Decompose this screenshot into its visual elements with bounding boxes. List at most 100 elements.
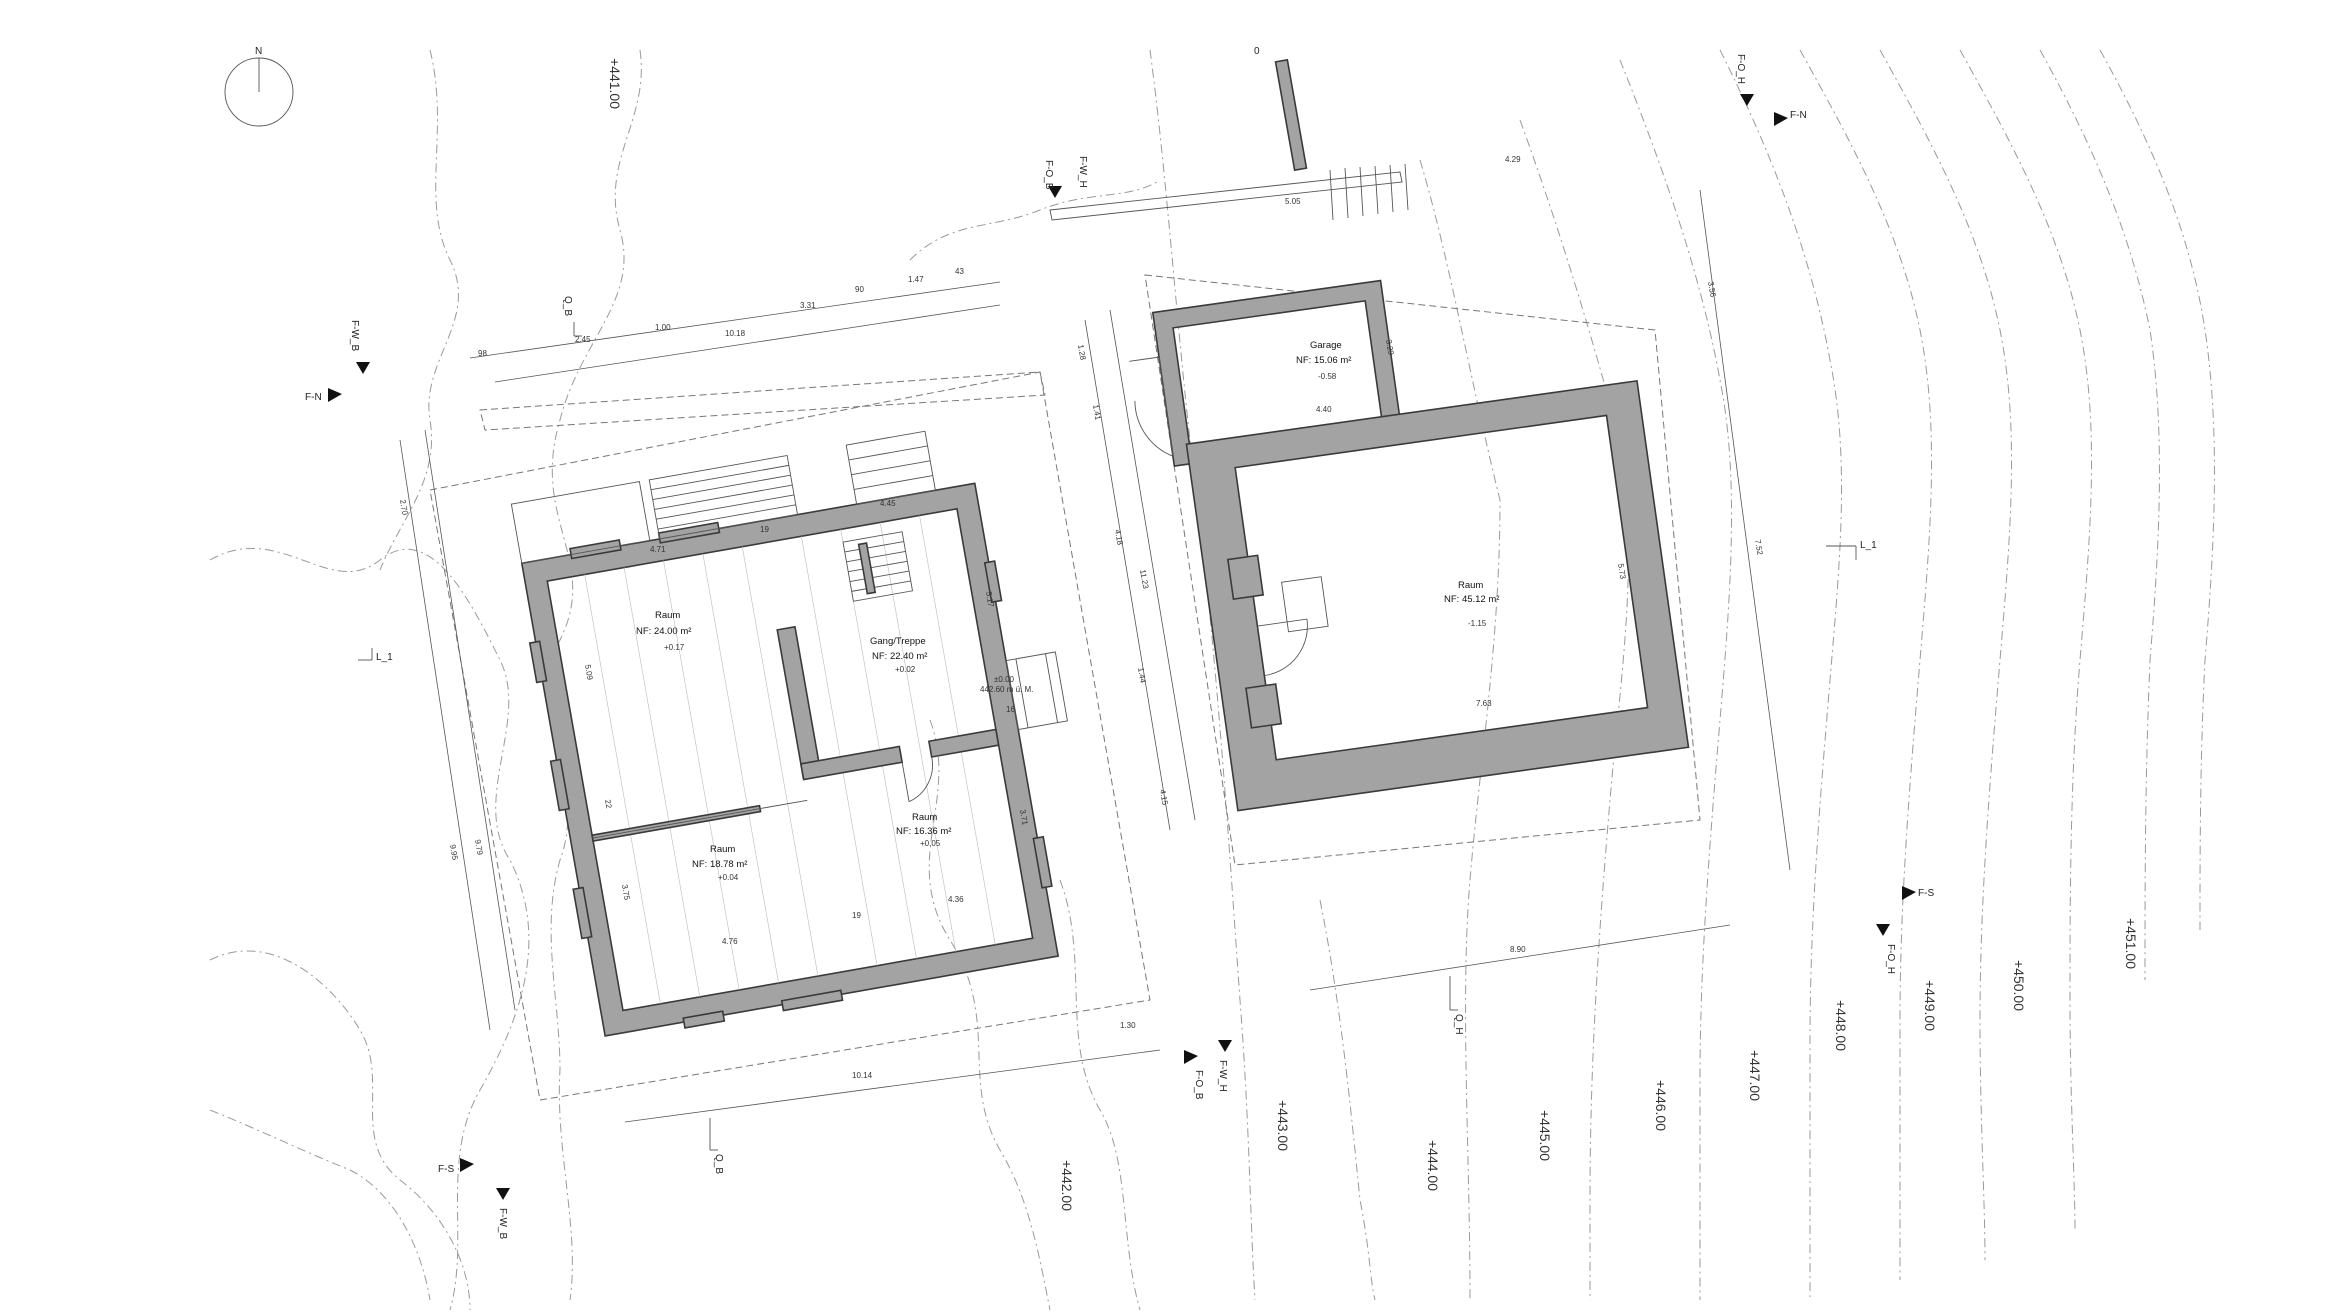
path-steps	[1329, 163, 1409, 221]
annex	[1129, 279, 1690, 812]
elevation-label: +450.00	[2011, 960, 2027, 1011]
room-area: NF: 24.00 m²	[636, 626, 691, 637]
elevation-label: +449.00	[1922, 980, 1938, 1031]
elevation-label: +445.00	[1537, 1110, 1553, 1161]
annex-room-labels: Garage NF: 15.06 m² -0.58 Raum NF: 45.12…	[1296, 340, 1499, 628]
room-label: Garage NF: 15.06 m² -0.58	[1296, 340, 1351, 381]
interior-wall	[927, 728, 1000, 758]
dimension-labels: 98 2.45 1.00 3.31 90 1.47 43 10.18 9.95 …	[398, 46, 1765, 1080]
balcony	[1005, 651, 1068, 731]
dim-label: 3.56	[1706, 281, 1718, 298]
dim-label: 5.05	[1285, 197, 1301, 206]
room-label: Raum NF: 18.78 m² +0.04	[692, 844, 747, 882]
view-marker-icon	[460, 1158, 474, 1172]
room-name: Garage	[1310, 340, 1342, 351]
view-marker-icon	[1876, 924, 1890, 936]
annex-room-wall	[1185, 379, 1690, 812]
contour-line	[546, 49, 642, 1301]
room-label: Raum NF: 24.00 m² +0.17	[636, 610, 691, 652]
marker-label: F-W_B	[349, 320, 360, 351]
room-label: Gang/Treppe NF: 22.40 m² +0.02	[870, 636, 927, 674]
marker-label: Q_H	[1453, 1014, 1464, 1035]
room-level: +0.02	[895, 665, 916, 674]
dim-label: 2.45	[575, 335, 591, 344]
room-area: NF: 45.12 m²	[1444, 594, 1499, 605]
marker-label: F-S	[1918, 888, 1934, 899]
room-area: NF: 16.36 m²	[896, 826, 951, 837]
north-label: N	[255, 46, 262, 57]
room-area: NF: 15.06 m²	[1296, 355, 1351, 366]
contour-line	[1619, 59, 1733, 1300]
room-area: NF: 22.40 m²	[872, 651, 927, 662]
elevation-label: +448.00	[1833, 1000, 1849, 1051]
room-name: Raum	[710, 844, 735, 855]
dim-label: 1.00	[655, 323, 671, 332]
dim-label: 4.76	[722, 937, 738, 946]
dim-label: 16	[1006, 705, 1015, 714]
dim-label: 3.31	[800, 301, 816, 310]
contour-line	[1419, 159, 1501, 1301]
dim-label: 10.18	[725, 329, 746, 338]
dim-label: 1.28	[1076, 344, 1088, 361]
contour-line	[209, 950, 471, 1311]
marker-label: F-O_B	[1193, 1070, 1204, 1100]
room-name: Gang/Treppe	[870, 636, 926, 647]
dim-label: 0	[1254, 46, 1260, 57]
room-label: Raum NF: 16.36 m² +0.05	[896, 812, 951, 848]
room-name: Raum	[1458, 580, 1483, 591]
terrain-contours	[209, 49, 2215, 1311]
contour-line	[909, 179, 1161, 261]
section-markers: F-W_B F-N Q_B L_1 F-S F-W_B Q_B F-O_B F-…	[305, 54, 1934, 1239]
site-outlines	[429, 274, 1701, 1101]
room-area: NF: 18.78 m²	[692, 859, 747, 870]
marker-label: F-S	[438, 1164, 454, 1175]
dim-label: 4.36	[948, 895, 964, 904]
elevation-labels: +441.00 +442.00 +443.00 +444.00 +445.00 …	[607, 58, 2139, 1211]
contour-line	[209, 1109, 431, 1301]
reference-level: ±0.00	[994, 675, 1015, 684]
dim-label: 1.30	[1120, 1021, 1136, 1030]
contour-line	[1319, 899, 1376, 1301]
room-name: Raum	[655, 610, 680, 621]
contour-line	[1519, 119, 1630, 1300]
dim-label: 98	[478, 349, 487, 358]
staircase	[842, 531, 914, 602]
contour-line	[928, 719, 1051, 1311]
marker-label: F-O_H	[1735, 54, 1746, 84]
retaining-wall	[1274, 58, 1308, 172]
room-level: +0.04	[718, 873, 739, 882]
contour-line	[1799, 49, 1933, 1280]
dim-label: 10.14	[852, 1071, 873, 1080]
dim-label: 9.79	[473, 839, 485, 856]
marker-label: F-W_H	[1217, 1060, 1228, 1092]
dim-label: 43	[955, 267, 964, 276]
room-level: +0.05	[920, 839, 941, 848]
dim-label: 8.90	[1510, 945, 1526, 954]
room-level: +0.17	[664, 643, 685, 652]
dim-label: 4.29	[1505, 155, 1521, 164]
marker-label: F-O_H	[1885, 944, 1896, 974]
dim-label: 1.41	[1091, 404, 1103, 421]
main-house	[510, 430, 1068, 1037]
view-marker-icon	[328, 388, 342, 402]
dim-label: 3.75	[620, 884, 632, 901]
view-marker-icon	[1902, 886, 1916, 900]
house-room-labels: Raum NF: 24.00 m² +0.17 Gang/Treppe NF: …	[636, 610, 1033, 882]
elevation-label: +443.00	[1275, 1100, 1291, 1151]
room-label: Raum NF: 45.12 m² -1.15	[1444, 580, 1499, 628]
contour-line	[2099, 49, 2215, 931]
marker-label: F-O_B	[1043, 160, 1054, 190]
marker-label: F-W_H	[1077, 156, 1088, 188]
dim-label: 4.15	[1158, 789, 1170, 806]
marker-label: Q_B	[562, 296, 573, 316]
dim-label: 7.52	[1753, 539, 1765, 556]
dim-label: 90	[855, 285, 864, 294]
view-marker-icon	[1218, 1040, 1232, 1052]
terrace-steps	[510, 430, 936, 564]
dim-label: 3.29	[1384, 339, 1396, 356]
house-outer-wall	[520, 482, 1060, 1037]
dim-label: 11.23	[1138, 569, 1150, 590]
view-marker-icon	[1184, 1050, 1198, 1064]
view-marker-icon	[1774, 112, 1788, 126]
